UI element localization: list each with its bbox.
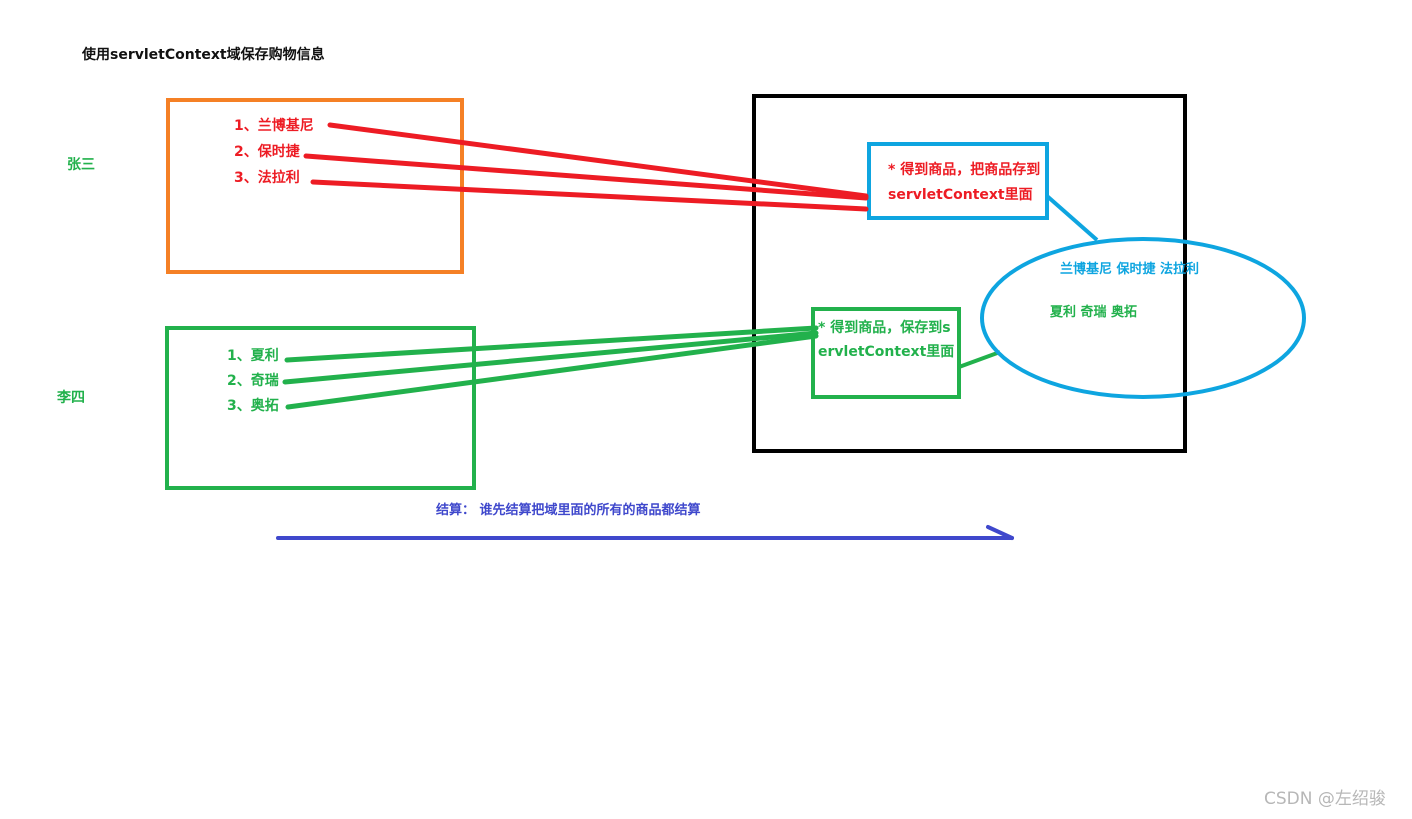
zhangsan-item-2: 2、保时捷 (234, 144, 300, 160)
item-line-chery (282, 330, 819, 385)
lisi-store-connector (958, 350, 1001, 369)
lisi-item-2: 2、奇瑞 (227, 373, 279, 389)
zhangsan-servlet-text-2: servletContext里面 (888, 187, 1033, 203)
watermark: CSDN @左绍骏 (1264, 789, 1386, 809)
server-box (752, 94, 1187, 453)
diagram-title: 使用servletContext域保存购物信息 (82, 47, 325, 63)
item-line-alto (285, 333, 819, 410)
zhangsan-store-connector (1045, 194, 1099, 242)
item-line-porsche (303, 153, 869, 201)
item-line-lamborghini (327, 122, 869, 199)
context-pool-line-2: 夏利 奇瑞 奥拓 (1050, 305, 1138, 320)
zhangsan-cart-box (166, 98, 464, 274)
lisi-cart-box (165, 326, 476, 490)
item-line-ferrari (310, 179, 869, 212)
zhangsan-item-3: 3、法拉利 (234, 170, 300, 186)
lisi-item-1: 1、夏利 (227, 348, 279, 364)
user-label-zhangsan: 张三 (67, 157, 95, 173)
lisi-servlet-box (811, 307, 961, 399)
zhangsan-item-1: 1、兰博基尼 (234, 118, 314, 134)
context-pool-line-1: 兰博基尼 保时捷 法拉利 (1060, 262, 1200, 277)
checkout-arrowhead (986, 525, 1014, 540)
lisi-servlet-text: * 得到商品，保存到servletContext里面 (818, 320, 955, 360)
servlet-context-pool (980, 237, 1306, 399)
checkout-note: 结算： 谁先结算把域里面的所有的商品都结算 (436, 503, 701, 518)
zhangsan-servlet-text-1: * 得到商品，把商品存到 (888, 162, 1041, 178)
lisi-item-3: 3、奥拓 (227, 398, 279, 414)
item-line-xiali (284, 325, 819, 363)
zhangsan-servlet-box (867, 142, 1049, 220)
user-label-lisi: 李四 (57, 390, 85, 406)
